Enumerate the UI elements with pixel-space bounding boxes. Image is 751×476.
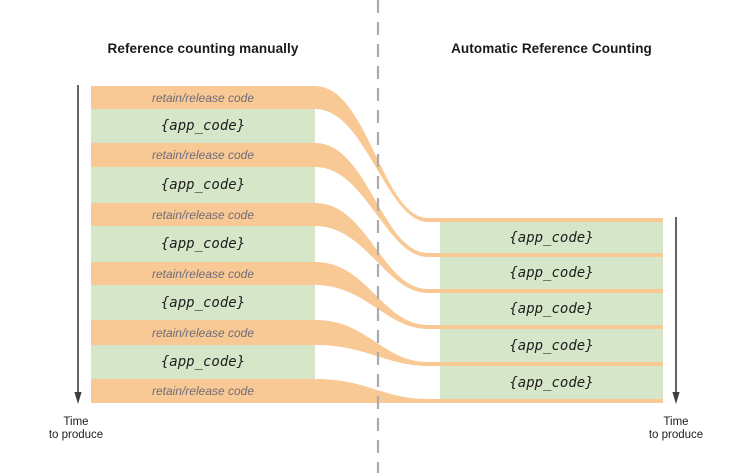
left-time-arrow (74, 85, 82, 404)
left-time-caption-line2: to produce (48, 428, 104, 441)
app-code-label: {app_code} (509, 374, 594, 391)
right-arrowhead (672, 392, 680, 404)
app-code-label: {app_code} (509, 337, 594, 354)
right-app-block-5 (440, 366, 663, 399)
left-time-caption-line1: Time (63, 416, 89, 428)
retain-release-label: retain/release code (151, 266, 255, 281)
retain-release-label: retain/release code (151, 90, 255, 105)
app-code-label: {app_code} (160, 118, 246, 134)
app-code-label: {app_code} (160, 294, 246, 311)
right-app-block-2 (440, 257, 663, 289)
retain-release-label: retain/release code (151, 148, 255, 162)
right-app-block-1 (440, 222, 663, 253)
right-app-block-3 (440, 293, 663, 325)
flow-band-1 (91, 86, 663, 222)
retain-release-label: retain/release code (151, 207, 255, 222)
retain-release-label: retain/release code (151, 384, 255, 398)
app-code-label: {app_code} (509, 301, 594, 317)
right-time-caption: Time to produce (626, 416, 726, 441)
flow-band-3 (91, 203, 663, 293)
right-time-caption-line1: Time (663, 416, 689, 428)
right-column-title: Automatic Reference Counting (451, 40, 652, 56)
left-app-block-5 (91, 345, 315, 379)
left-app-block-2 (91, 167, 315, 203)
flow-band-4 (91, 262, 663, 329)
flow-band-2 (91, 143, 663, 257)
app-code-label: {app_code} (509, 265, 594, 281)
right-app-block-4 (440, 329, 663, 362)
left-app-block-3 (91, 226, 315, 262)
right-time-arrow (672, 217, 680, 404)
app-code-label: {app_code} (160, 354, 246, 370)
left-arrowhead (74, 392, 82, 404)
app-code-label: {app_code} (160, 236, 246, 252)
left-app-block-4 (91, 285, 315, 320)
left-app-block-1 (91, 109, 315, 143)
left-app-code-blocks (91, 109, 315, 379)
app-code-label: {app_code} (160, 177, 246, 193)
app-code-label: {app_code} (509, 229, 594, 246)
left-column-title: Reference counting manually (107, 40, 299, 56)
left-time-caption: Time to produce (26, 416, 126, 441)
right-time-caption-line2: to produce (648, 428, 704, 441)
flow-band-6 (91, 379, 663, 403)
retain-release-label: retain/release code (151, 325, 255, 340)
right-app-code-blocks (440, 222, 663, 399)
